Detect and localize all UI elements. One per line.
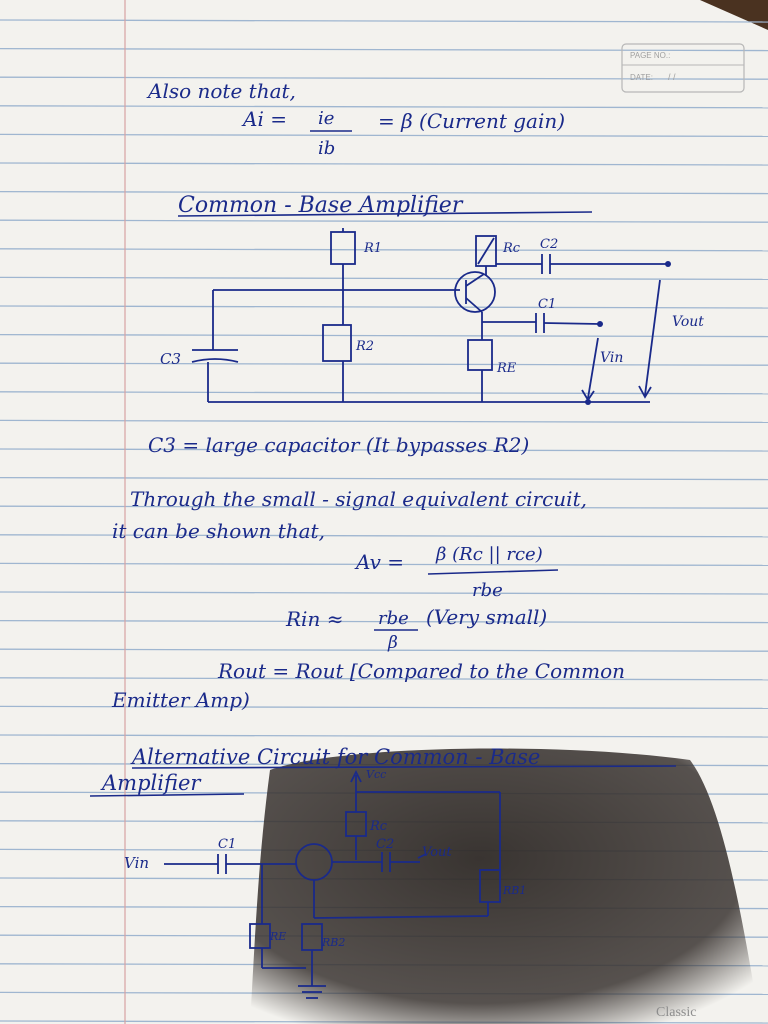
ruled-line bbox=[0, 448, 768, 452]
ruled-line bbox=[0, 734, 768, 738]
ruled-line bbox=[0, 276, 768, 281]
circuit1-nodes bbox=[585, 261, 671, 405]
r2-resistor bbox=[322, 324, 352, 362]
heading-alternative: Alternative Circuit for Common - Base bbox=[130, 745, 540, 769]
ruled-line bbox=[0, 248, 768, 252]
label-vout: Vout bbox=[672, 314, 704, 330]
av-fraction-bar bbox=[427, 569, 559, 575]
ruled-line bbox=[0, 562, 768, 567]
ruled-line bbox=[0, 333, 768, 338]
re-resistor bbox=[467, 339, 493, 371]
label-rc: Rc bbox=[502, 241, 521, 256]
through-line1: Through the small - signal equivalent ci… bbox=[130, 487, 587, 511]
circuit-alternative bbox=[164, 769, 501, 999]
ruled-line bbox=[0, 677, 768, 681]
rin-tail: (Very small) bbox=[426, 605, 547, 629]
ruled-line bbox=[0, 105, 768, 109]
rin-lhs: Rin ≈ bbox=[285, 607, 343, 631]
av-lhs: Av = bbox=[354, 550, 404, 574]
alt-label-c1: C1 bbox=[218, 837, 236, 852]
rout-line2: Emitter Amp) bbox=[111, 688, 250, 712]
ruled-line bbox=[0, 190, 768, 195]
circuit1-labels: R1 Rc C2 C1 R2 RE C3 Vout Vin bbox=[160, 237, 704, 376]
label-c2: C2 bbox=[540, 237, 558, 252]
c3-plate-bottom bbox=[191, 358, 239, 363]
heading-alt-underline2 bbox=[89, 793, 245, 797]
ruled-line bbox=[0, 534, 768, 538]
label-re: RE bbox=[496, 361, 517, 376]
ruled-line bbox=[0, 705, 768, 710]
circuit-common-base bbox=[191, 228, 668, 403]
alt-re-resistor bbox=[249, 923, 271, 949]
classic-watermark: Classic bbox=[656, 1005, 696, 1020]
ruled-line bbox=[0, 305, 768, 309]
ai-numerator: ie bbox=[318, 108, 334, 129]
av-numerator: β (Rc || rce) bbox=[435, 544, 543, 565]
rout-line1: Rout = Rout [Compared to the Common bbox=[217, 659, 625, 683]
rin-denominator: β bbox=[387, 633, 398, 653]
alt-rb1-resistor bbox=[479, 869, 501, 903]
ruled-line bbox=[0, 391, 768, 395]
label-vin: Vin bbox=[600, 350, 623, 366]
label-r1: R1 bbox=[363, 241, 382, 256]
ai-denominator: ib bbox=[318, 138, 335, 159]
ai-rhs: = β (Current gain) bbox=[378, 109, 565, 133]
alt-label-vout: Vout bbox=[422, 845, 452, 860]
rin-numerator: rbe bbox=[378, 608, 409, 629]
ruled-line bbox=[0, 162, 768, 166]
ruled-line bbox=[0, 47, 768, 52]
page-no-label: PAGE NO.: bbox=[630, 51, 670, 60]
ruled-line bbox=[0, 476, 768, 481]
ruled-line bbox=[0, 419, 768, 424]
label-c3: C3 bbox=[160, 350, 181, 368]
alt-label-rb1: RB1 bbox=[502, 884, 526, 897]
ruled-line bbox=[0, 648, 768, 652]
heading-underline bbox=[177, 211, 593, 217]
ruled-line bbox=[0, 505, 768, 509]
transistor-symbol bbox=[454, 271, 496, 313]
ruled-lines bbox=[0, 19, 768, 1024]
alt-label-vin: Vin bbox=[124, 854, 149, 872]
alt-label-re: RE bbox=[269, 930, 286, 943]
circuit2-labels: Vcc Rc C1 Vin C2 Vout RB1 RE RB2 bbox=[124, 768, 526, 949]
ruled-line bbox=[0, 19, 768, 23]
alt-label-vcc: Vcc bbox=[366, 768, 386, 781]
date-value: / / bbox=[668, 72, 676, 82]
alt-label-rb2: RB2 bbox=[321, 936, 345, 949]
ruled-line bbox=[0, 76, 768, 80]
heading-alternative-cont: Amplifier bbox=[100, 771, 202, 795]
av-denominator: rbe bbox=[472, 580, 503, 601]
note-also: Also note that, bbox=[146, 79, 296, 103]
alt-label-c2: C2 bbox=[376, 837, 394, 852]
date-label: DATE: bbox=[630, 73, 653, 82]
ruled-line bbox=[0, 591, 768, 595]
hand-shadow bbox=[250, 748, 760, 1024]
through-line2: it can be shown that, bbox=[112, 519, 325, 543]
ai-lhs: Ai = bbox=[241, 107, 287, 131]
label-c1: C1 bbox=[538, 297, 556, 312]
c3-note: C3 = large capacitor (It bypasses R2) bbox=[148, 433, 529, 457]
ruled-line bbox=[0, 219, 768, 223]
page-date-box: PAGE NO.: DATE: / / bbox=[621, 43, 745, 93]
ruled-line bbox=[0, 362, 768, 366]
label-r2: R2 bbox=[355, 339, 374, 354]
ruled-line bbox=[0, 133, 768, 138]
ruled-line bbox=[0, 619, 768, 624]
heading-alt-underline1 bbox=[131, 765, 677, 769]
alt-label-rc: Rc bbox=[369, 819, 388, 834]
